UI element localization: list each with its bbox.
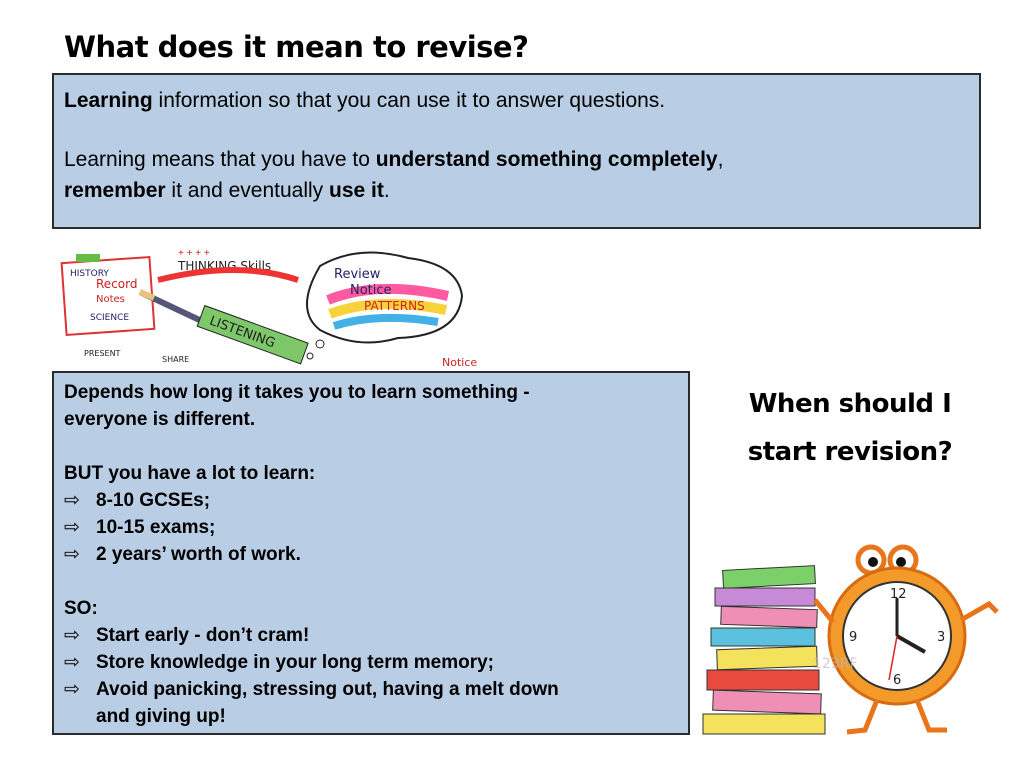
list-item: ⇨ 2 years’ worth of work. <box>64 541 678 568</box>
list-item-text: 8-10 GCSEs; <box>96 490 211 511</box>
arrow-bullet-icon: ⇨ <box>64 490 80 511</box>
list-item-continued: and giving up! <box>64 703 678 730</box>
mm-notice: Notice <box>350 283 392 298</box>
definition-line-1: Learning information so that you can use… <box>64 85 969 116</box>
mm-science: SCIENCE <box>90 313 129 323</box>
list-item-text: Avoid panicking, stressing out, having a… <box>96 679 559 700</box>
list-item-text: Start early - don’t cram! <box>96 625 310 646</box>
definition-line-3: remember it and eventually use it. <box>64 175 969 206</box>
def2-c: , <box>717 148 724 171</box>
intro-line-2: everyone is different. <box>64 409 256 430</box>
definition-box: Learning information so that you can use… <box>52 73 981 229</box>
section-heading: When should I start revision? <box>700 380 1000 476</box>
mm-notice-2: Notice <box>442 356 477 369</box>
clock-character-icon: 12 3 6 9 123RF <box>813 544 999 735</box>
list-item: ⇨ Avoid panicking, stressing out, having … <box>64 676 678 703</box>
book-stack-icon <box>702 565 826 735</box>
arrow-bullet-icon: ⇨ <box>64 679 80 700</box>
mm-notes: Notes <box>96 294 125 305</box>
mm-present: PRESENT <box>84 349 121 358</box>
mm-record: Record <box>96 277 137 291</box>
heading-line-2: start revision? <box>747 437 953 467</box>
revision-timing-box: Depends how long it takes you to learn s… <box>52 371 690 735</box>
list-item: ⇨ Start early - don’t cram! <box>64 622 678 649</box>
clock-12: 12 <box>890 587 907 602</box>
watermark-text: 123RF <box>813 656 858 672</box>
books-clock-image: 12 3 6 9 123RF <box>702 544 999 735</box>
clock-6: 6 <box>893 673 901 688</box>
def3-b: it and eventually <box>165 179 329 202</box>
arrow-bullet-icon: ⇨ <box>64 652 80 673</box>
but-line: BUT you have a lot to learn: <box>64 463 316 484</box>
svg-text:+ + + +: + + + + <box>178 248 210 259</box>
def3-c: use it <box>329 179 384 202</box>
intro-line-1: Depends how long it takes you to learn s… <box>64 382 530 403</box>
def3-d: . <box>383 179 390 202</box>
so-line: SO: <box>64 598 98 619</box>
list-item-text: 10-15 exams; <box>96 517 216 538</box>
clock-3: 3 <box>937 630 945 645</box>
mm-review: Review <box>334 267 381 282</box>
thinking-skills-mindmap-image: HISTORY Record Notes SCIENCE THINKING Sk… <box>60 248 477 369</box>
definition-text-1: information so that you can use it to an… <box>152 89 666 112</box>
def3-a: remember <box>64 179 166 202</box>
mm-history: HISTORY <box>70 269 109 279</box>
list-item-text: 2 years’ worth of work. <box>96 544 301 565</box>
definition-line-2: Learning means that you have to understa… <box>64 144 969 175</box>
heading-line-1: When should I <box>748 389 952 419</box>
page-title: What does it mean to revise? <box>64 30 529 64</box>
arrow-bullet-icon: ⇨ <box>64 544 80 565</box>
list-item-text: and giving up! <box>96 706 226 727</box>
list-item: ⇨ 10-15 exams; <box>64 514 678 541</box>
def2-b: understand something completely <box>375 148 718 171</box>
arrow-bullet-icon: ⇨ <box>64 517 80 538</box>
def2-a: Learning means that you have to <box>64 148 376 171</box>
learning-bold: Learning <box>64 89 153 112</box>
mm-patterns: PATTERNS <box>364 299 425 313</box>
clock-9: 9 <box>849 630 857 645</box>
mm-share: SHARE <box>162 355 189 364</box>
list-item: ⇨ 8-10 GCSEs; <box>64 487 678 514</box>
list-item-text: Store knowledge in your long term memory… <box>96 652 495 673</box>
list-item: ⇨ Store knowledge in your long term memor… <box>64 649 678 676</box>
arrow-bullet-icon: ⇨ <box>64 625 80 646</box>
